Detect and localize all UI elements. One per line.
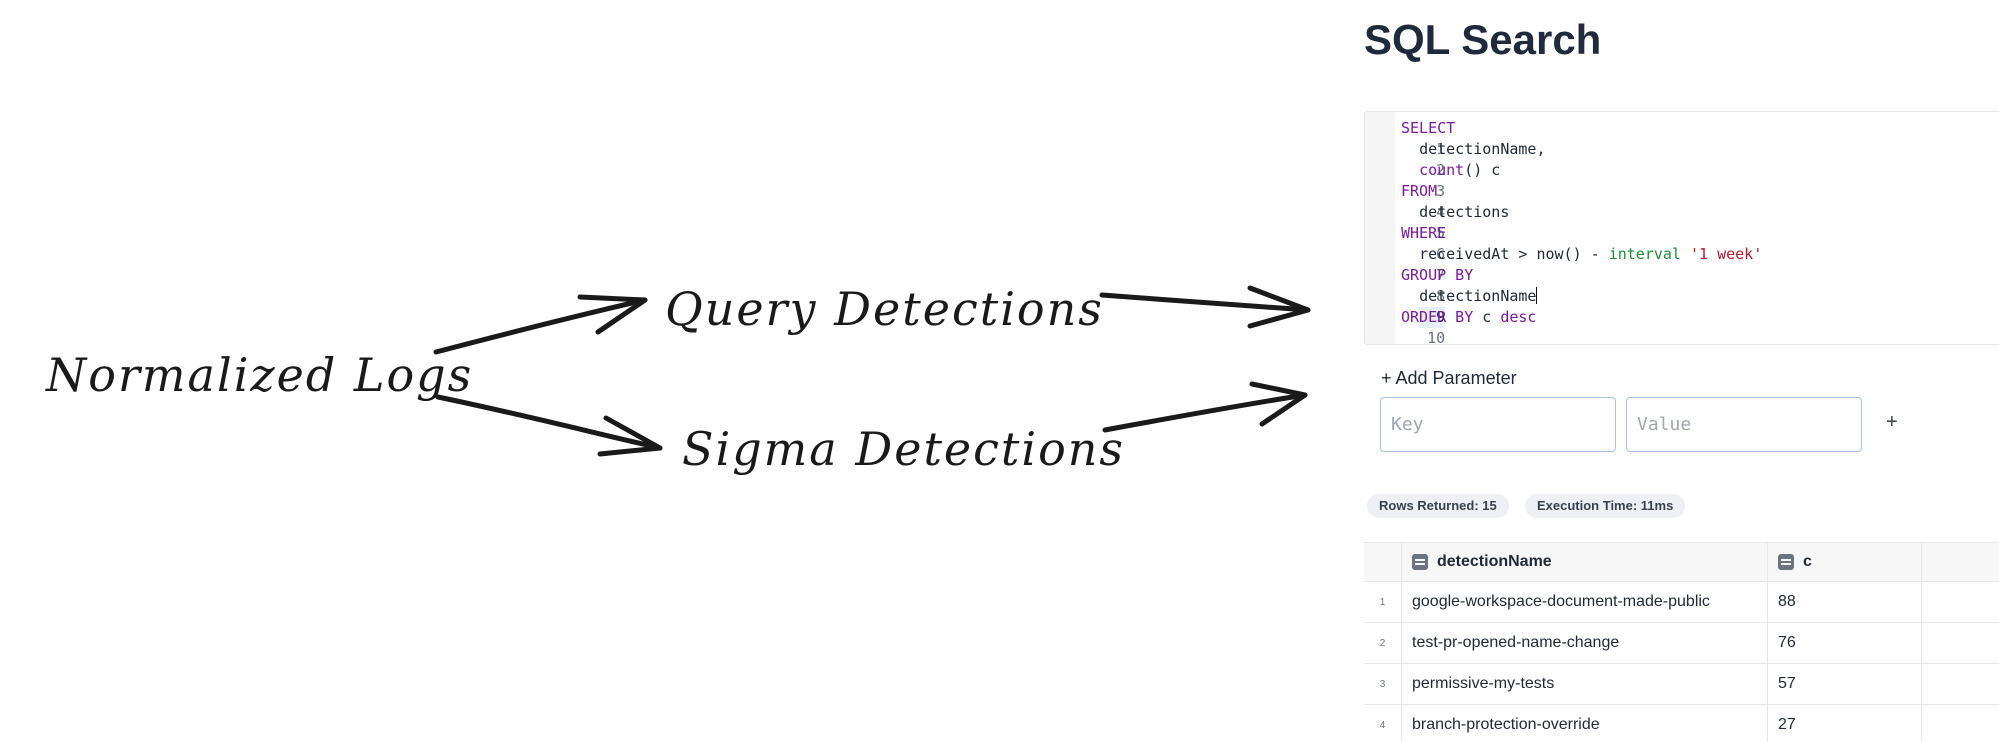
sql-keyword-interval: interval [1608, 245, 1681, 263]
node-normalized-logs: Normalized Logs [46, 348, 474, 402]
table-row[interactable]: 4 branch-protection-override 27 [1364, 705, 1999, 742]
sql-keyword: GROUP BY [1401, 266, 1474, 284]
line-number: 8 [1436, 287, 1446, 305]
page-title: SQL Search [1364, 16, 1602, 63]
cell-c: 76 [1768, 623, 1922, 663]
execution-time-badge: Execution Time: 11ms [1525, 494, 1686, 518]
line-number: 10 [1427, 329, 1446, 347]
column-type-icon [1412, 554, 1428, 570]
code-line-4[interactable]: 4 FROM [1365, 181, 1445, 221]
arrow-sigma-to-sql [1102, 381, 1308, 433]
code-line-2[interactable]: 2 detectionName, [1365, 139, 1545, 179]
line-number: 7 [1436, 266, 1446, 284]
table-row[interactable]: 3 permissive-my-tests 57 [1364, 664, 1999, 705]
code-line-5[interactable]: 5 detections [1365, 202, 1509, 242]
sql-identifier: detectionName [1419, 287, 1537, 305]
sql-keyword: ORDER BY [1401, 308, 1474, 326]
diagram-arrows [433, 285, 1311, 457]
line-gutter [1365, 112, 1395, 344]
rows-returned-badge: Rows Returned: 15 [1367, 494, 1509, 518]
line-number: 1 [1436, 140, 1446, 158]
cell-detectionname: google-workspace-document-made-public [1402, 582, 1768, 622]
sql-function: count [1419, 161, 1465, 179]
sql-keyword: WHERE [1401, 224, 1447, 242]
cell-c: 57 [1768, 664, 1922, 704]
node-sigma-detections: Sigma Detections [682, 422, 1126, 476]
column-header-detectionname[interactable]: detectionName [1402, 543, 1768, 581]
cell-detectionname: branch-protection-override [1402, 705, 1768, 742]
code-line-10[interactable]: 10 ORDER BY c desc [1365, 307, 1536, 347]
code-line-6[interactable]: 6 WHERE [1365, 223, 1447, 263]
table-row[interactable]: 2 test-pr-opened-name-change 76 [1364, 623, 1999, 664]
arrow-logs-to-sigma [435, 394, 663, 457]
line-number: 4 [1436, 203, 1446, 221]
cell-c: 88 [1768, 582, 1922, 622]
line-number-active: 9 [1419, 307, 1446, 328]
sql-keyword: SELECT [1401, 119, 1456, 137]
cell-c: 27 [1768, 705, 1922, 742]
column-type-icon [1778, 554, 1794, 570]
line-number: 5 [1436, 224, 1446, 242]
code-line-8[interactable]: 8 GROUP BY [1365, 265, 1473, 305]
flow-diagram: Normalized Logs Query Detections Sigma D… [46, 282, 1311, 476]
sql-keyword: desc [1500, 308, 1537, 326]
sql-text: c [1473, 308, 1501, 326]
add-parameter-plus-button[interactable]: + [1886, 411, 1898, 433]
results-table: detectionName c 1 google-workspace-docum… [1364, 542, 1999, 742]
row-index: 4 [1364, 705, 1402, 742]
table-header: detectionName c [1364, 542, 1999, 582]
text-caret [1536, 287, 1538, 304]
table-row[interactable]: 1 google-workspace-document-made-public … [1364, 582, 1999, 623]
node-query-detections: Query Detections [665, 282, 1104, 336]
cell-detectionname: test-pr-opened-name-change [1402, 623, 1768, 663]
code-line-9[interactable]: 9 detectionName [1365, 286, 1538, 328]
arrow-logs-to-query [433, 294, 648, 355]
code-line-3[interactable]: 3 count() c [1365, 160, 1500, 200]
sql-keyword: FROM [1401, 182, 1438, 200]
add-parameter-button[interactable]: + Add Parameter [1381, 368, 1517, 388]
parameter-key-input[interactable] [1380, 397, 1616, 452]
index-header [1364, 543, 1402, 581]
line-number: 3 [1436, 182, 1446, 200]
line-number: 6 [1436, 245, 1446, 263]
code-line-7[interactable]: 7 receivedAt > now() - interval '1 week' [1365, 244, 1762, 284]
column-header-c[interactable]: c [1768, 543, 1922, 581]
sql-string: '1 week' [1690, 245, 1763, 263]
sql-text: receivedAt > now() - [1419, 245, 1609, 263]
sql-editor[interactable]: 1 SELECT 2 detectionName, 3 count() c 4 … [1364, 111, 1999, 347]
parameter-value-input[interactable] [1626, 397, 1862, 452]
sql-identifier: detections [1419, 203, 1510, 221]
row-index: 2 [1364, 623, 1402, 663]
row-index: 1 [1364, 582, 1402, 622]
sql-identifier: detectionName, [1419, 140, 1546, 158]
sql-search-panel: SQL Search 1 SELECT 2 detectionName, 3 c… [1362, 0, 1999, 742]
sql-text: () c [1464, 161, 1501, 179]
arrow-query-to-sql [1099, 285, 1311, 329]
code-line-1[interactable]: 1 SELECT [1365, 118, 1455, 158]
row-index: 3 [1364, 664, 1402, 704]
cell-detectionname: permissive-my-tests [1402, 664, 1768, 704]
line-number: 2 [1436, 161, 1446, 179]
